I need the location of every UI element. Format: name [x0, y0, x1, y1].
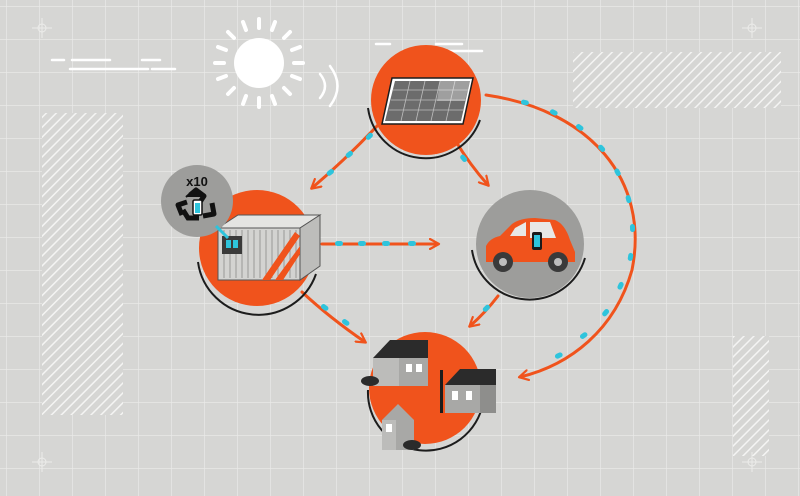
- hatched-panel-top-right: [573, 52, 781, 108]
- solar-panel-node: [367, 45, 481, 160]
- electric-car-node: [471, 190, 586, 301]
- recycle-multiplier-label: x10: [186, 174, 208, 189]
- electric-car-icon: [486, 218, 575, 272]
- connector-dots: [320, 99, 636, 359]
- solar-panel-icon: [381, 77, 474, 125]
- arrow-storage-to-houses: [300, 290, 365, 342]
- house-icon: [361, 340, 496, 450]
- sun-icon: [213, 17, 339, 109]
- hatched-panel-left: [42, 113, 123, 415]
- battery-container-icon: [216, 214, 322, 281]
- arrow-car-to-houses: [470, 294, 500, 326]
- houses-node: [361, 332, 496, 452]
- recycle-icon: [175, 187, 217, 221]
- arrow-solar-to-storage: [312, 123, 380, 188]
- arrow-solar-to-houses: [484, 93, 637, 377]
- hatched-panel-bottom-right: [733, 336, 769, 456]
- recycle-badge: x10: [161, 165, 233, 240]
- air-lines: [50, 42, 484, 71]
- crosshair-marks: [32, 18, 762, 472]
